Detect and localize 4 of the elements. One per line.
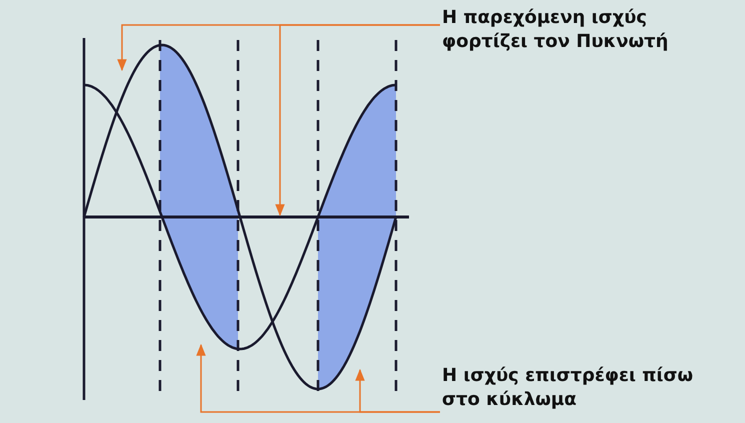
annotation-text: Η ισχύς επιστρέφει πίσω στο κύκλωμα <box>442 364 694 412</box>
leader-arrow <box>355 368 440 413</box>
annotation-text: Η παρεχόμενη ισχύς φορτίζει τον Πυκνωτή <box>442 6 670 54</box>
leader-arrow <box>275 24 440 216</box>
